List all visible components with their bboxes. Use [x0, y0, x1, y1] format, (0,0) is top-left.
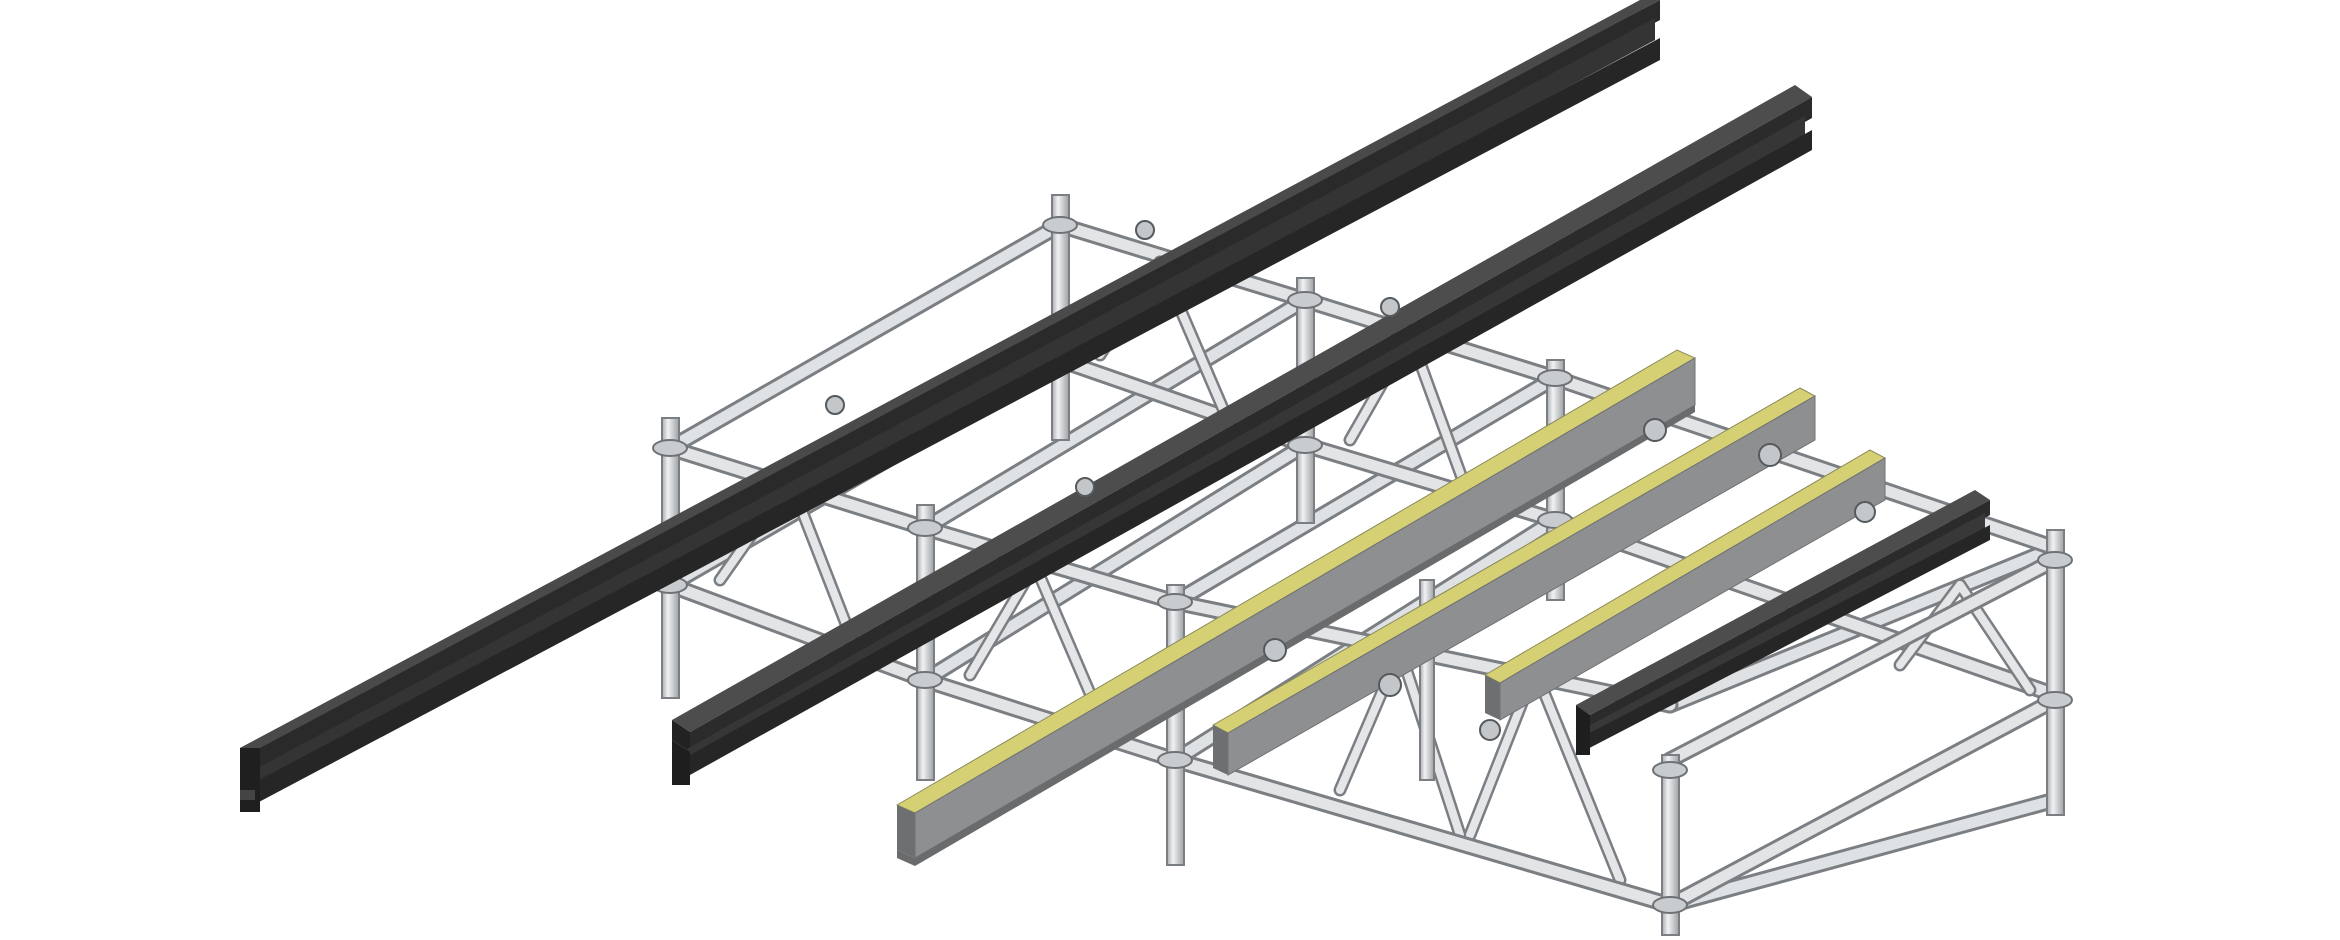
steel-i-beam	[1576, 490, 1990, 755]
aluminum-beam	[895, 349, 1697, 866]
steel-i-beams	[240, 0, 1990, 812]
beam-clamps	[825, 220, 1876, 741]
front-ledgers-fill	[1169, 554, 2061, 911]
standard-post	[1661, 754, 1680, 936]
rosette-couplers	[652, 216, 2073, 914]
aluminum-beam	[1211, 387, 1817, 776]
scaffold-standards	[661, 194, 2065, 936]
aluminum-beam	[1483, 449, 1887, 721]
standard-post	[1166, 584, 1185, 866]
aluminum-beams	[895, 349, 1887, 866]
steel-i-beam	[240, 0, 1660, 812]
standard-post	[2046, 529, 2065, 816]
steel-i-beam	[672, 85, 1812, 785]
